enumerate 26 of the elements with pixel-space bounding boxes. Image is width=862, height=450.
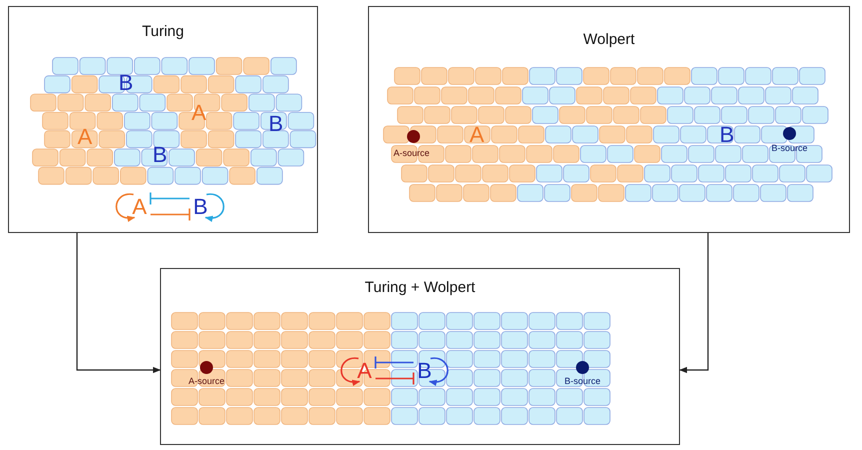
activation-loop-arrow <box>116 193 136 222</box>
region-letter: B <box>720 124 734 146</box>
inhibition-line <box>150 208 190 222</box>
connector-arrow <box>76 233 161 374</box>
source-label: B-source <box>772 142 808 152</box>
panel-title: Wolpert <box>582 31 636 48</box>
activation-loop-arrow <box>340 357 360 386</box>
region-letter: B <box>268 112 284 134</box>
factor-letter: A <box>132 196 148 218</box>
source-label: B-source <box>564 376 600 386</box>
activation-loop-arrow <box>428 357 448 386</box>
source-label: A-source <box>188 376 224 386</box>
inhibition-line <box>150 192 190 206</box>
panel-title: Turing <box>141 23 185 40</box>
region-letter: B <box>152 144 168 166</box>
inhibition-line <box>374 356 414 370</box>
inhibition-line <box>376 372 414 386</box>
factor-letter: B <box>192 196 208 218</box>
panel-title: Turing + Wolpert <box>364 279 476 296</box>
factor-letter: B <box>416 360 432 382</box>
region-letter: A <box>470 124 484 146</box>
activation-loop-arrow <box>204 193 224 222</box>
source-label: A-source <box>394 148 430 158</box>
region-letter: A <box>78 126 92 148</box>
connector-arrow <box>679 233 709 374</box>
region-letter: B <box>118 72 134 94</box>
